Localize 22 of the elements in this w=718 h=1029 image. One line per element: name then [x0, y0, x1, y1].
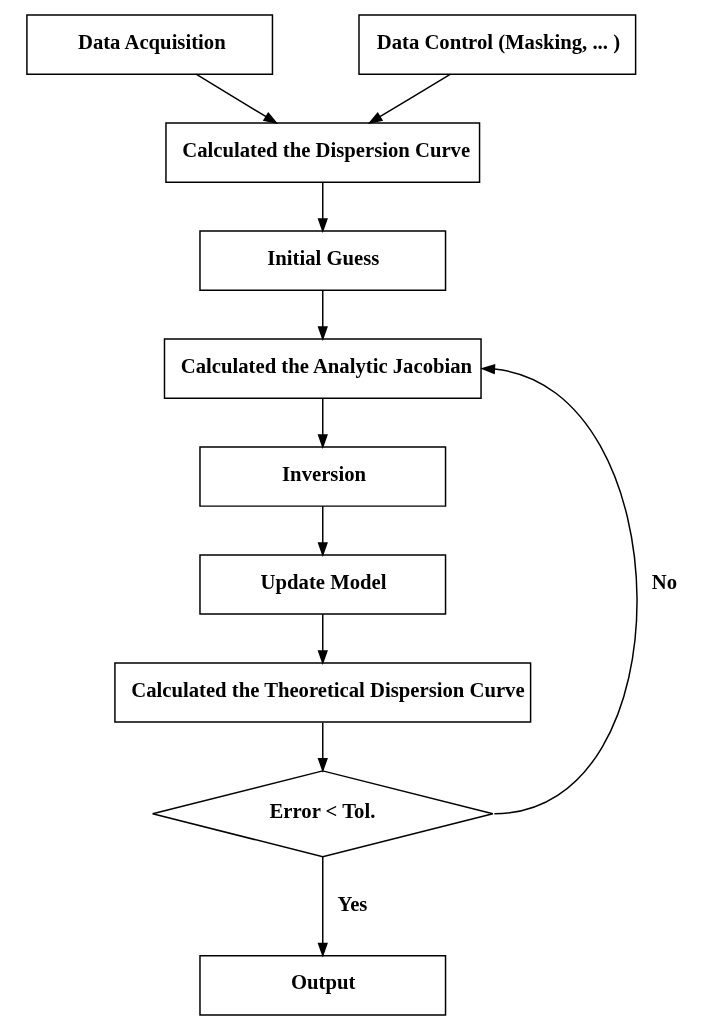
node-box: Update Model — [199, 553, 447, 615]
edge-label: Yes — [337, 892, 368, 915]
arrow — [317, 288, 328, 341]
arrow — [317, 396, 328, 449]
node-box: Inversion — [199, 445, 447, 507]
arrow — [317, 181, 328, 233]
arrow — [317, 855, 328, 958]
arrow — [317, 721, 328, 773]
node-box: Data Control (Masking, ... ) — [358, 13, 637, 75]
node-box: Calculated the Theoretical Dispersion Curve — [114, 661, 532, 723]
arrow — [317, 612, 328, 665]
node-box: Calculated the Analytic Jacobian — [163, 337, 482, 399]
node-diamond: Error < Tol. — [151, 769, 494, 857]
node-box: Initial Guess — [199, 229, 447, 291]
arrow — [367, 73, 452, 124]
node-box: Output — [199, 954, 447, 1016]
node-box: Calculated the Dispersion Curve — [165, 121, 481, 183]
arrow — [317, 504, 328, 557]
edge-label: No — [651, 570, 678, 593]
arrow — [195, 73, 279, 124]
arrow — [480, 363, 638, 815]
node-box: Data Acquisition — [26, 13, 274, 75]
